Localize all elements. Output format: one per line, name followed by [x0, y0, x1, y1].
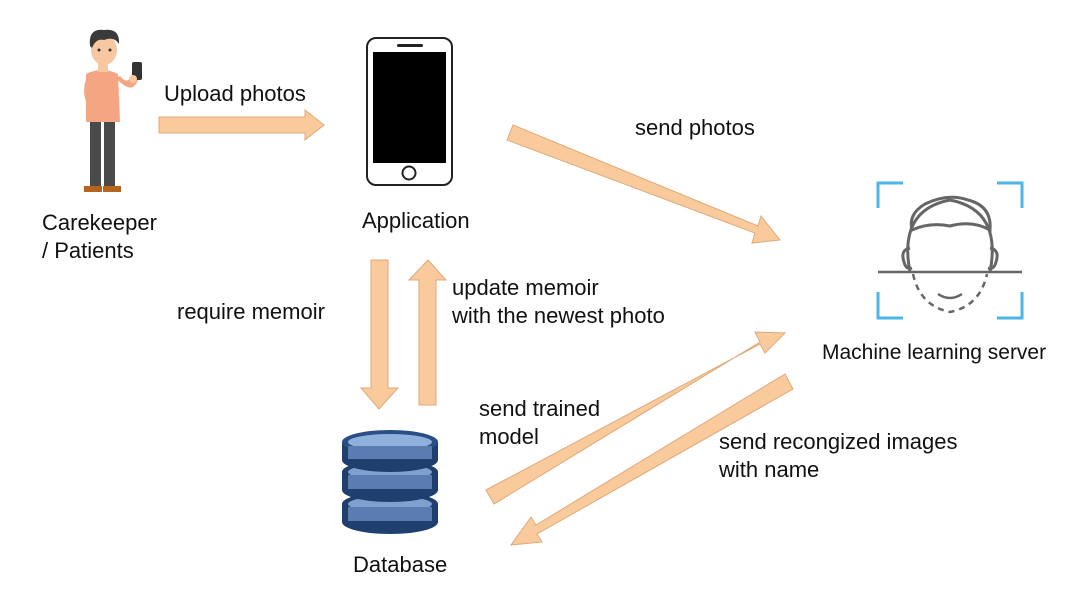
edge-label-send-photos: send photos [635, 115, 755, 140]
arrow-require-memoir [359, 259, 400, 410]
node-label-database: Database [353, 552, 448, 577]
trained-label-line1: send trained [479, 396, 601, 421]
arrow-upload [158, 108, 325, 142]
arrow-send-trained-model [485, 331, 787, 505]
update-label-line2: with the newest photo [452, 303, 665, 328]
node-label-application: Application [362, 208, 470, 233]
node-label-user: Carekeeper / Patients [42, 209, 157, 265]
trained-label-line2: model [479, 424, 539, 449]
arrow-update-memoir [407, 259, 448, 406]
face-recognition-icon [876, 181, 1024, 320]
node-label-server: Machine learning server [822, 341, 1047, 364]
edge-label-require-memoir: require memoir [177, 299, 325, 324]
edge-label-update-memoir: update memoir with the newest photo [452, 274, 665, 330]
smartphone-icon [366, 37, 453, 186]
database-icon [342, 430, 438, 534]
arrow-send-recognized-images [509, 373, 794, 546]
arrow-send-photos [506, 124, 781, 244]
recognized-label-line1: send recongized images [719, 429, 958, 454]
recognized-label-line2: with name [719, 457, 820, 482]
edge-label-upload: Upload photos [164, 81, 306, 106]
edge-label-send-trained-model: send trained model [479, 395, 600, 451]
person-with-phone-icon [84, 29, 142, 192]
edge-label-send-recognized-images: send recongized images with name [719, 428, 957, 484]
user-label-line1: Carekeeper [42, 210, 157, 235]
user-label-line2: / Patients [42, 238, 134, 263]
update-label-line1: update memoir [452, 275, 599, 300]
